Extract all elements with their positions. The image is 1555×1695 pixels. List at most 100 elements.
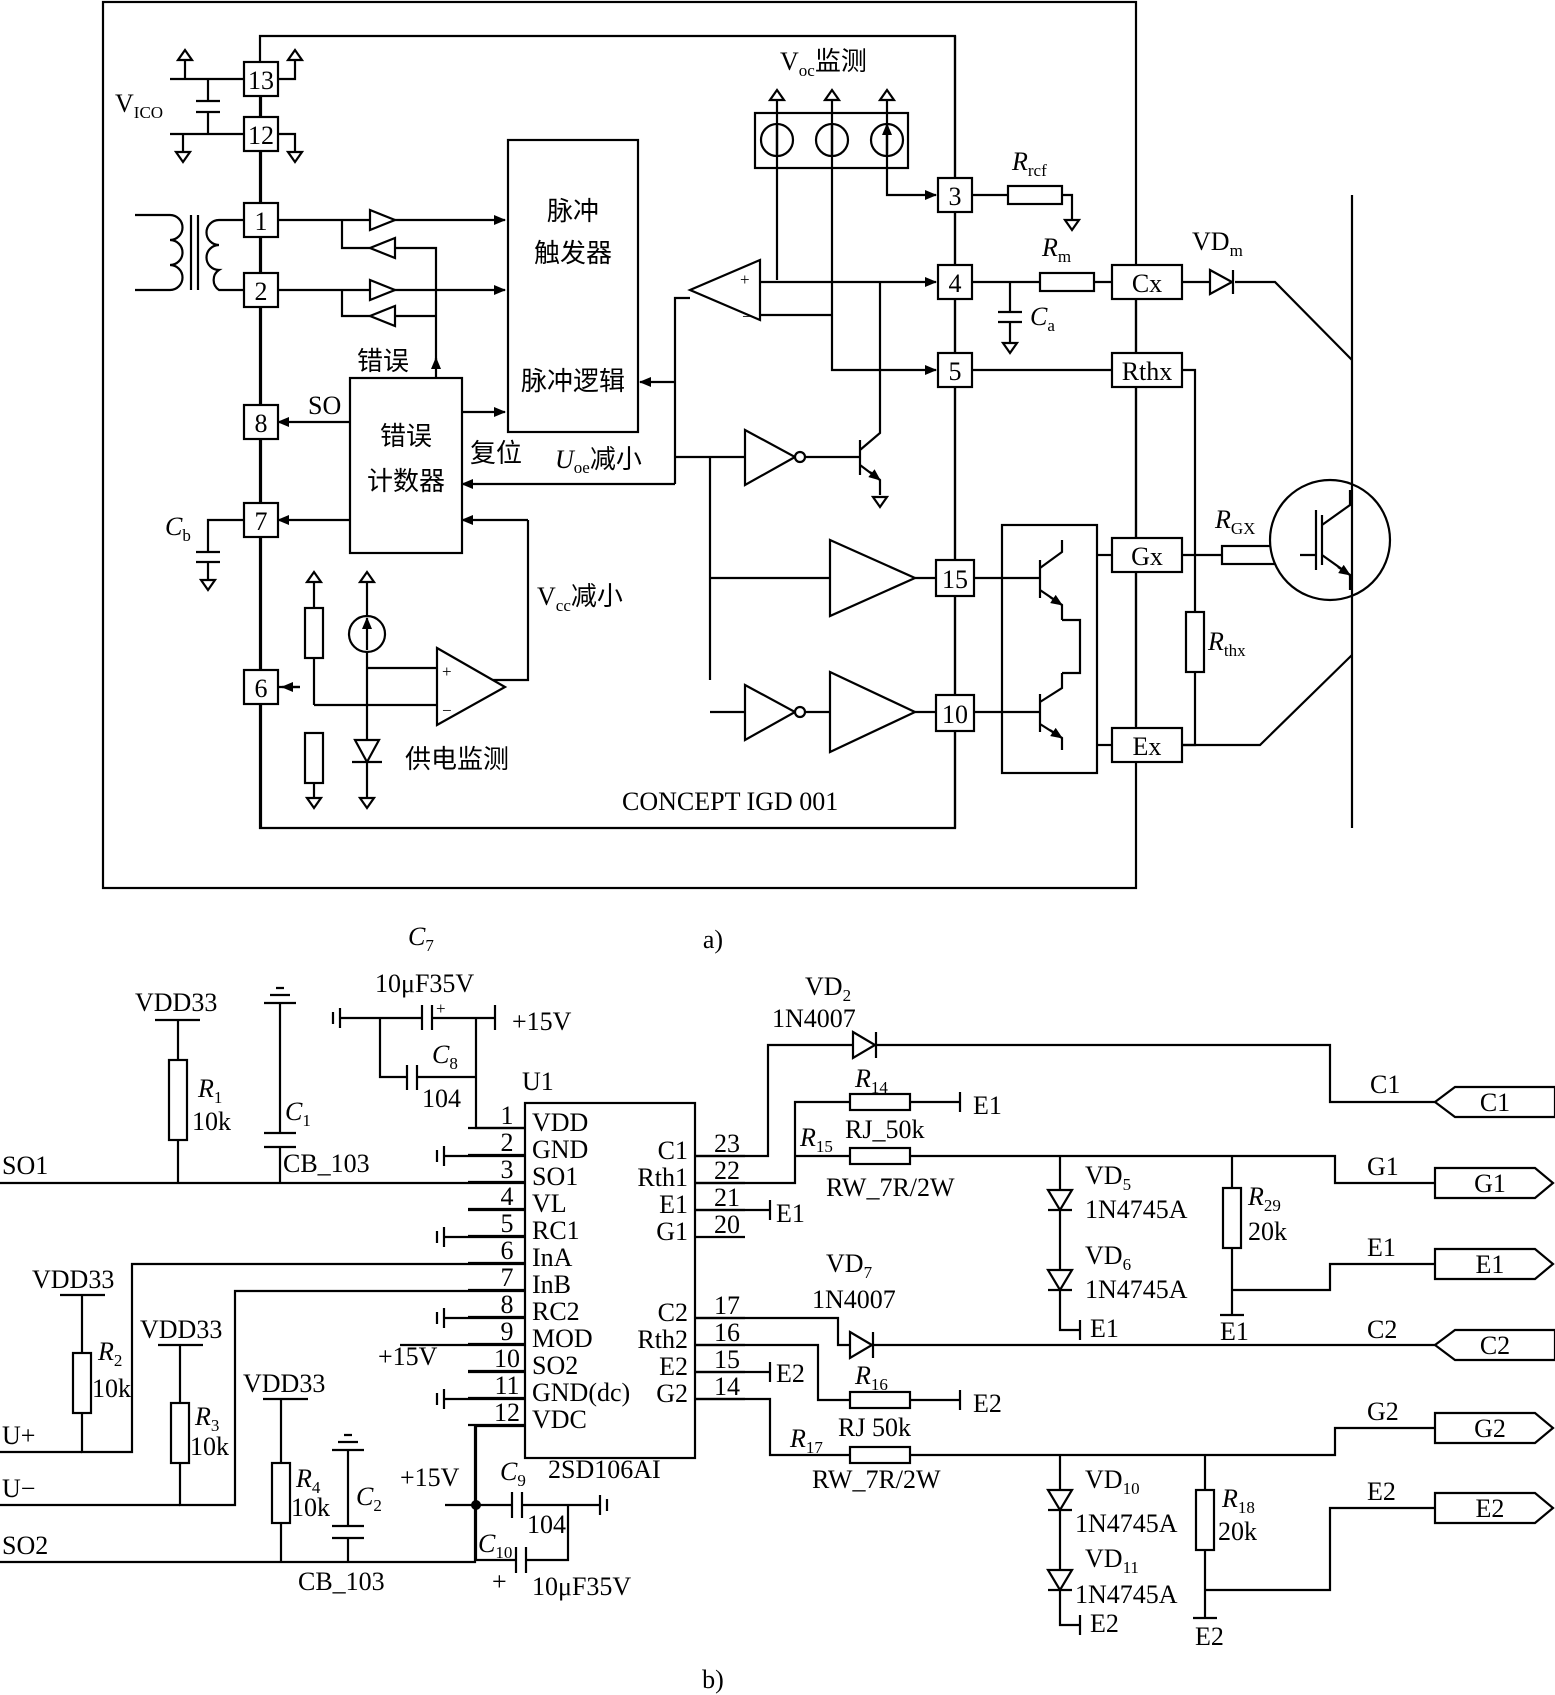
r14-label: R14 (854, 1064, 888, 1097)
r18-value: 20k (1218, 1517, 1257, 1546)
svg-text:C1: C1 (1480, 1088, 1510, 1117)
c2-value: CB_103 (298, 1567, 385, 1596)
vd11-value: 1N4745A (1075, 1580, 1178, 1609)
e2-net-r16: E2 (973, 1389, 1002, 1418)
vdm-diode (1208, 268, 1235, 296)
svg-text:1: 1 (255, 207, 268, 236)
r14-resistor (848, 1092, 912, 1112)
ic-pin-number: 8 (501, 1290, 514, 1319)
c7-label: C7 (408, 922, 434, 955)
ic-pin-name: G2 (656, 1379, 688, 1408)
ic-pin-number: 23 (714, 1129, 740, 1158)
vd11-label: VD11 (1085, 1544, 1139, 1577)
ic-pin-number: 9 (501, 1317, 514, 1346)
vd5-value: 1N4745A (1085, 1195, 1188, 1224)
pin-15: 15 (934, 558, 976, 598)
e2-net-r18: E2 (1195, 1622, 1224, 1651)
connector-g1: G1 (1433, 1166, 1555, 1200)
r14-value: RJ_50k (845, 1115, 924, 1144)
svg-text:Cx: Cx (1132, 269, 1162, 298)
ic-pin-number: 5 (501, 1209, 514, 1238)
divider-resistor-top (303, 606, 325, 660)
c10-label: C10 (478, 1529, 512, 1562)
svg-text:触发器: 触发器 (534, 239, 612, 269)
driver-10 (828, 670, 918, 754)
ic-u1-body (523, 1101, 697, 1460)
ic-pin-number: 4 (501, 1182, 514, 1211)
g2-net: G2 (1367, 1397, 1399, 1426)
c8-capacitor (378, 1018, 525, 1130)
rrcf-resistor (1006, 184, 1064, 206)
vd11-zener (1046, 1568, 1074, 1593)
svg-text:Gx: Gx (1131, 542, 1163, 571)
output-stage (1000, 523, 1099, 775)
voc-label: Voc监测 (780, 47, 867, 80)
pin-10: 10 (934, 693, 976, 733)
ic-pin-name: G1 (656, 1217, 688, 1246)
vd10-zener (1046, 1488, 1074, 1513)
svg-text:13: 13 (248, 66, 274, 95)
vico-label: VICO (115, 89, 163, 122)
figure-a: 13 12 1 2 8 7 6 3 4 5 15 (101, 0, 1392, 954)
r29-label: R29 (1247, 1182, 1281, 1215)
so-label: SO (308, 391, 341, 420)
connector-e2: E2 (1433, 1491, 1555, 1525)
svg-text:Rthx: Rthx (1122, 357, 1173, 386)
svg-text:E1: E1 (1476, 1250, 1505, 1279)
svg-text:−: − (442, 701, 452, 720)
r4-label: R4 (295, 1464, 321, 1497)
c10-value: 10μF35V (532, 1572, 631, 1601)
r2-label: R2 (97, 1337, 122, 1370)
vdd33-label-3: VDD33 (140, 1315, 222, 1344)
ext-pin-rthx: Rthx (1110, 351, 1184, 389)
ic-pin-name: Rth2 (637, 1325, 688, 1354)
r29-resistor (1221, 1186, 1243, 1250)
vdm-label: VDm (1192, 227, 1243, 260)
rgx-label: RGX (1214, 505, 1255, 538)
ic-pin-name: VL (532, 1189, 567, 1218)
ic-pin-number: 12 (494, 1398, 520, 1427)
r17-value: RW_7R/2W (812, 1465, 941, 1494)
svg-text:5: 5 (949, 357, 962, 386)
ic-pin-name: InA (532, 1243, 573, 1272)
uoe-label: Uoe减小 (555, 445, 642, 477)
ic-part-label: 2SD106AI (548, 1455, 661, 1484)
ext-pin-gx: Gx (1110, 536, 1184, 574)
svg-text:Ex: Ex (1133, 732, 1162, 761)
inverter-2 (743, 683, 798, 742)
g1-net: G1 (1367, 1152, 1399, 1181)
pin-3: 3 (936, 176, 974, 214)
svg-text:2: 2 (255, 277, 268, 306)
svg-text:6: 6 (255, 674, 268, 703)
c2-capacitor (332, 1433, 364, 1562)
r1-value: 10k (192, 1107, 231, 1136)
igbt-symbol (1182, 195, 1392, 828)
svg-text:12: 12 (248, 121, 274, 150)
r18-label: R18 (1221, 1484, 1255, 1517)
svg-text:E2: E2 (1476, 1494, 1505, 1523)
ic-u1-label: U1 (522, 1067, 554, 1096)
ic-pin-number: 15 (714, 1345, 740, 1374)
r3-label: R3 (194, 1402, 219, 1435)
ic-pin-number: 10 (494, 1344, 520, 1373)
ic-pin-number: 6 (501, 1236, 514, 1265)
vdd33-label-4: VDD33 (243, 1369, 325, 1398)
error-label: 错误 (357, 347, 409, 377)
ic-pin-number: 11 (494, 1371, 519, 1400)
vd2-label: VD2 (805, 972, 851, 1005)
r16-label: R16 (854, 1361, 888, 1394)
ic-pin-name: SO2 (532, 1351, 578, 1380)
vd10-label: VD10 (1085, 1465, 1140, 1498)
pin-12: 12 (242, 115, 280, 153)
r3-resistor (169, 1401, 191, 1465)
uplus-net: U+ (2, 1421, 35, 1450)
vd6-value: 1N4745A (1085, 1275, 1188, 1304)
vcc-comparator: + − (435, 646, 508, 727)
c8-value: 104 (422, 1084, 461, 1113)
r17-resistor (848, 1445, 912, 1465)
